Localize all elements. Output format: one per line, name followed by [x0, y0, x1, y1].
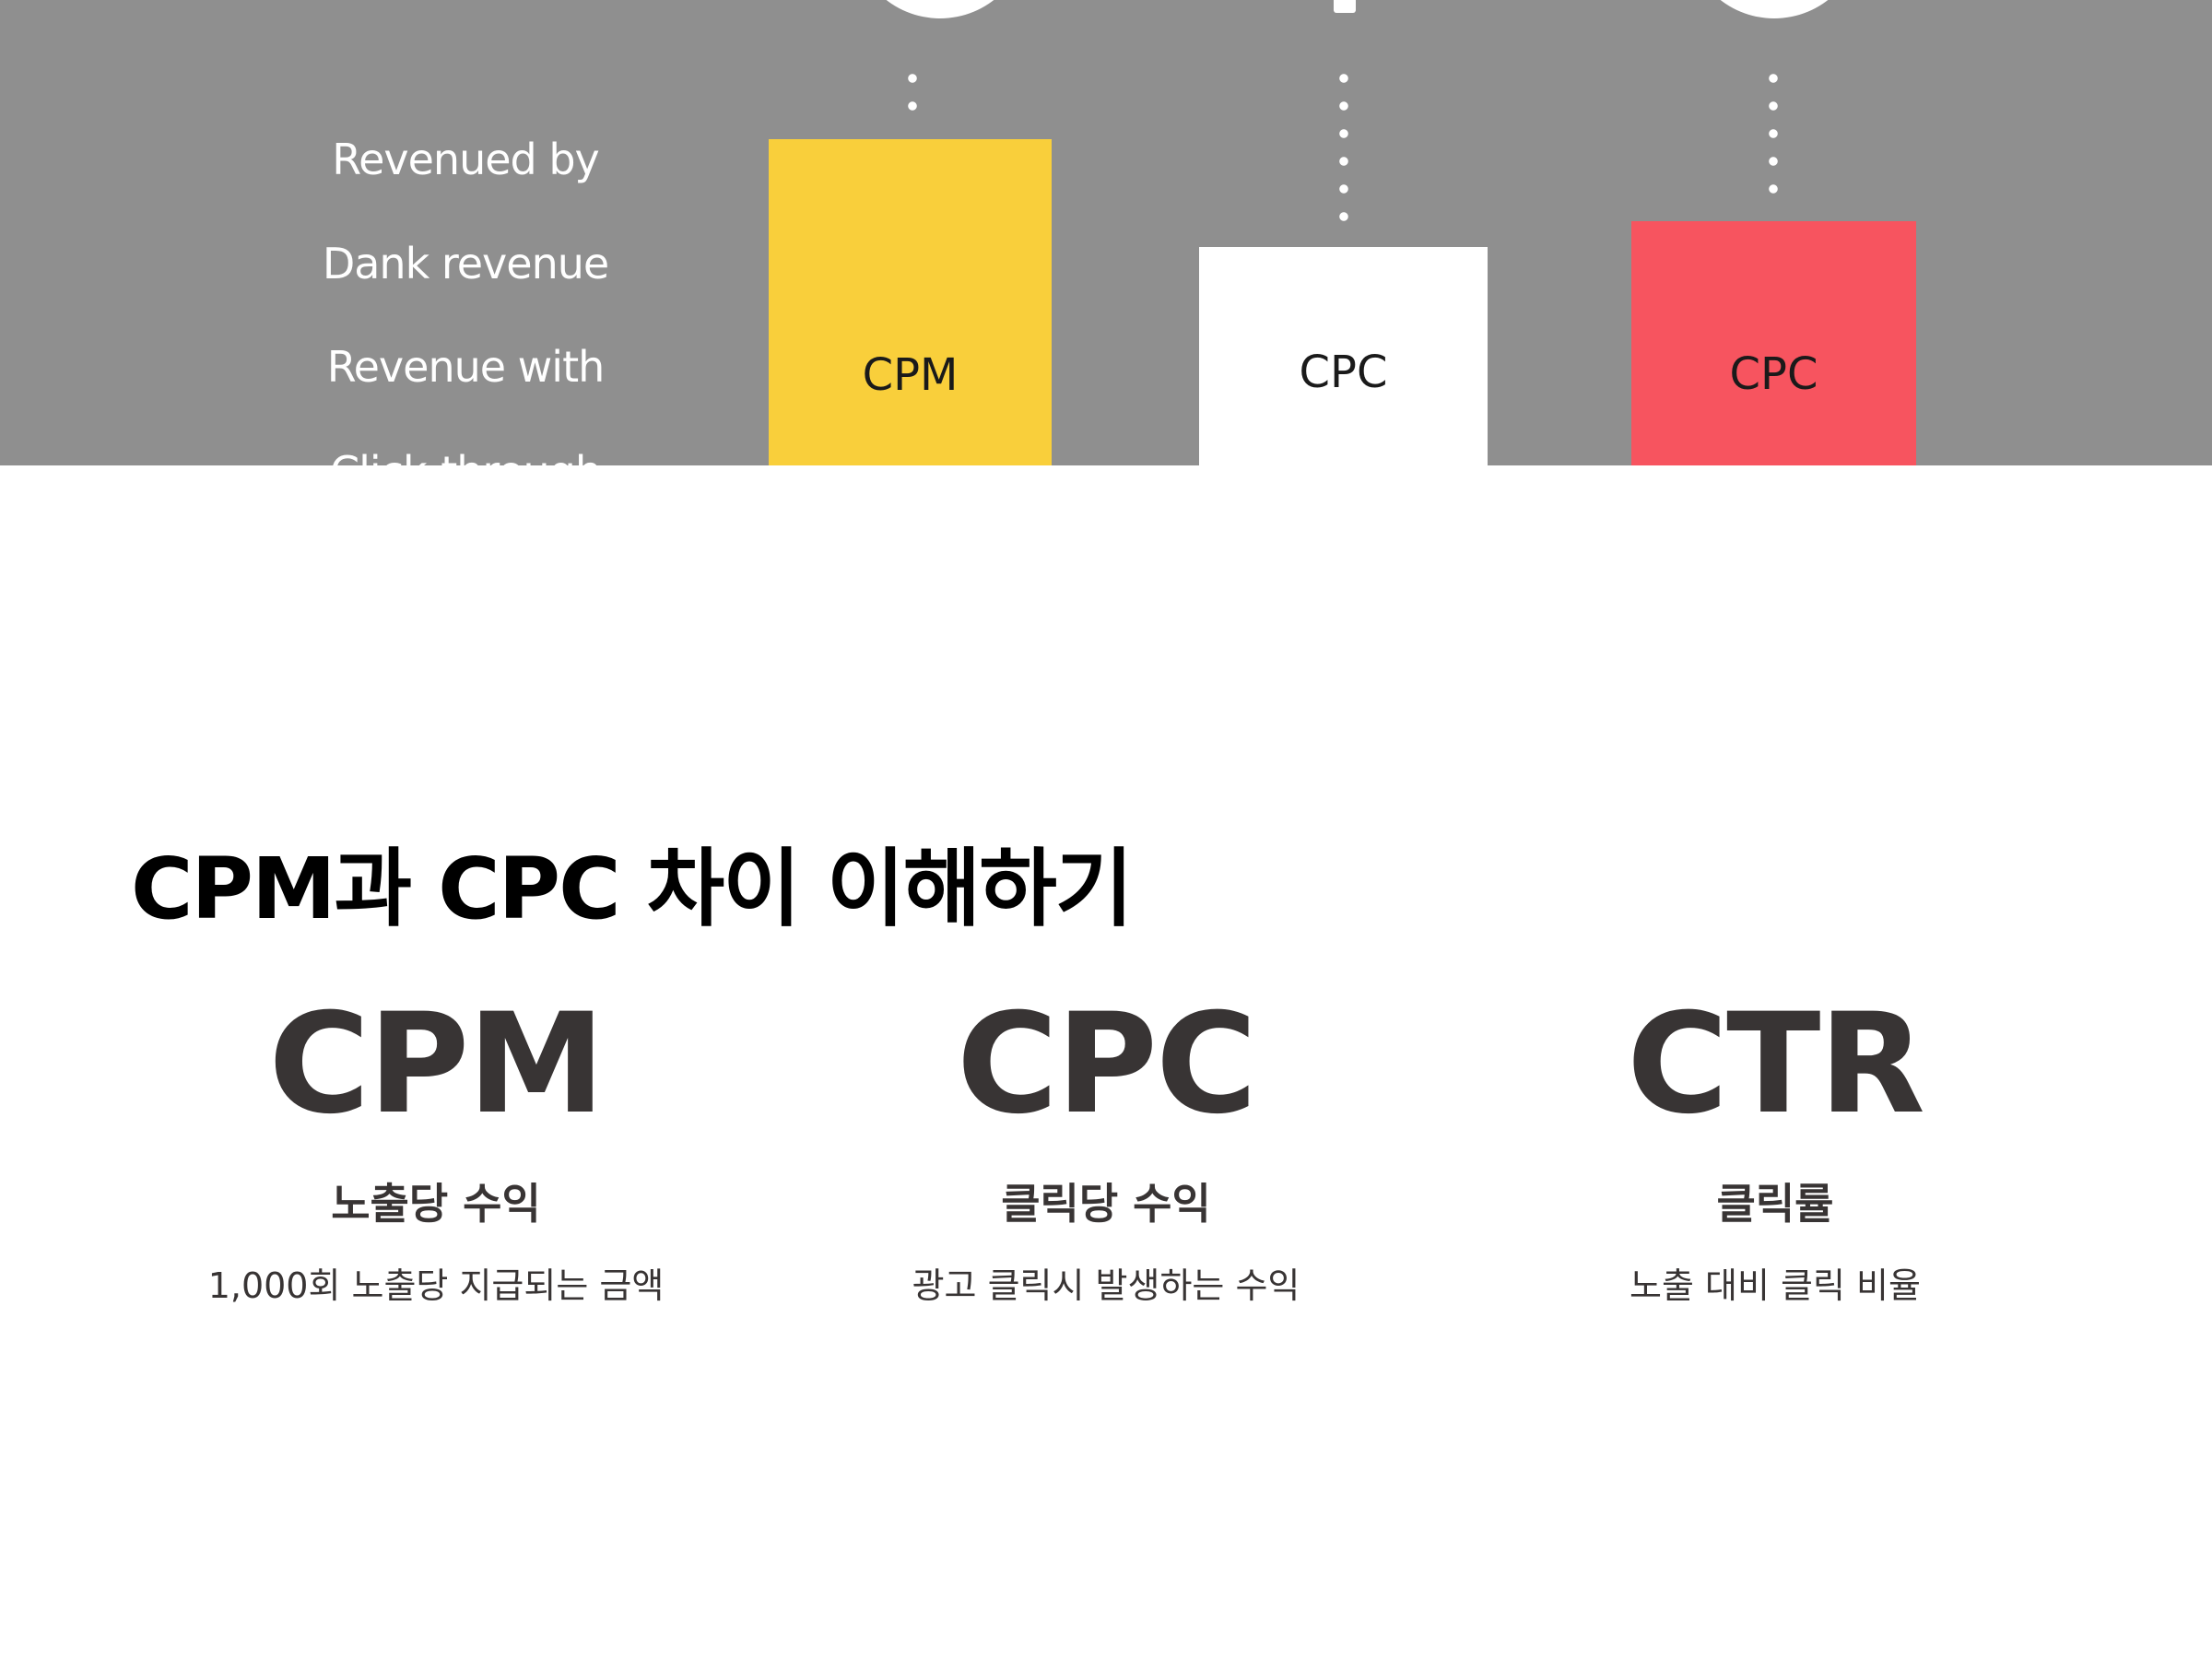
dotted-connector [908, 65, 917, 120]
cpm-box: CPM [769, 139, 1052, 465]
metric-description: 1,000회 노출당 지급되는 금액 [207, 1265, 665, 1306]
metric-abbr: CTR [1627, 984, 1925, 1145]
hero-label: Click-through rate [313, 447, 618, 465]
circle-shape [1687, 0, 1862, 18]
circle-shape [853, 0, 1028, 18]
box-label: CPC [1299, 347, 1388, 398]
metric-abbr: CPC [956, 984, 1257, 1145]
box-label: CPM [862, 349, 959, 401]
hero-label: Dank revenue [322, 239, 609, 288]
metric-cpc: CPC 클릭당 수익 광고 클릭시 발생하는 수익 [783, 995, 1429, 1308]
metric-description: 노출 대비 클릭 비율 [1630, 1265, 1921, 1306]
metric-ctr: CTR 클릭률 노출 대비 클릭 비율 [1453, 995, 2098, 1308]
hero-label: Revenued by [332, 135, 600, 184]
box-label: CPC [1729, 348, 1818, 400]
bar-shape [1334, 0, 1356, 13]
cpc-box: CPC [1199, 247, 1488, 465]
dotted-connector [1339, 65, 1348, 221]
hero-image: Revenued by Dank revenue Revenue with Cl… [0, 0, 2212, 465]
section-title: CPM과 CPC 차이 이해하기 [131, 840, 1134, 938]
hero-label: Revenue with [326, 342, 606, 392]
metric-name: 클릭률 [1716, 1179, 1834, 1229]
metric-name: 클릭당 수익 [1001, 1179, 1211, 1229]
metric-name: 노출당 수익 [331, 1179, 541, 1229]
metric-description: 광고 클릭시 발생하는 수익 [912, 1265, 1300, 1306]
cpc-box-red: CPC [1631, 221, 1916, 465]
metric-cpm: CPM 노출당 수익 1,000회 노출당 지급되는 금액 [113, 995, 759, 1308]
dotted-connector [1769, 65, 1778, 194]
metric-abbr: CPM [268, 984, 605, 1145]
